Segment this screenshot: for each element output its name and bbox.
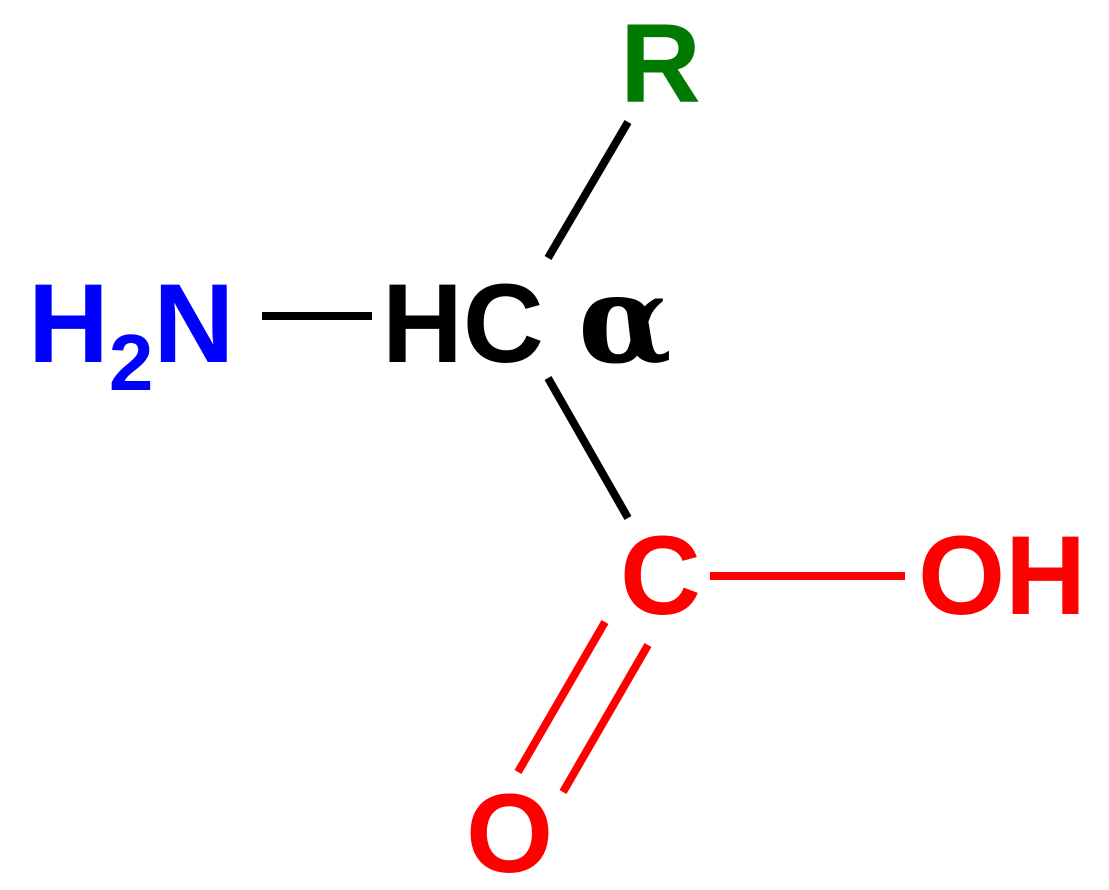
side-chain-r-label: R xyxy=(620,1,701,126)
carbonyl-oxygen-label: O xyxy=(466,771,553,890)
amino-group-label: H2N xyxy=(28,261,234,407)
bond-alpha-carbon-to-carboxyl-carbon xyxy=(544,376,632,520)
double-bond-line-1 xyxy=(514,619,609,775)
alpha-symbol: α xyxy=(578,247,672,391)
hydroxyl-label: OH xyxy=(918,513,1086,638)
double-bond-line-2 xyxy=(559,642,652,795)
alpha-carbon-label: HC xyxy=(382,261,544,386)
carboxyl-carbon-label: C xyxy=(620,513,701,638)
bond-alpha-carbon-to-r xyxy=(544,119,632,261)
